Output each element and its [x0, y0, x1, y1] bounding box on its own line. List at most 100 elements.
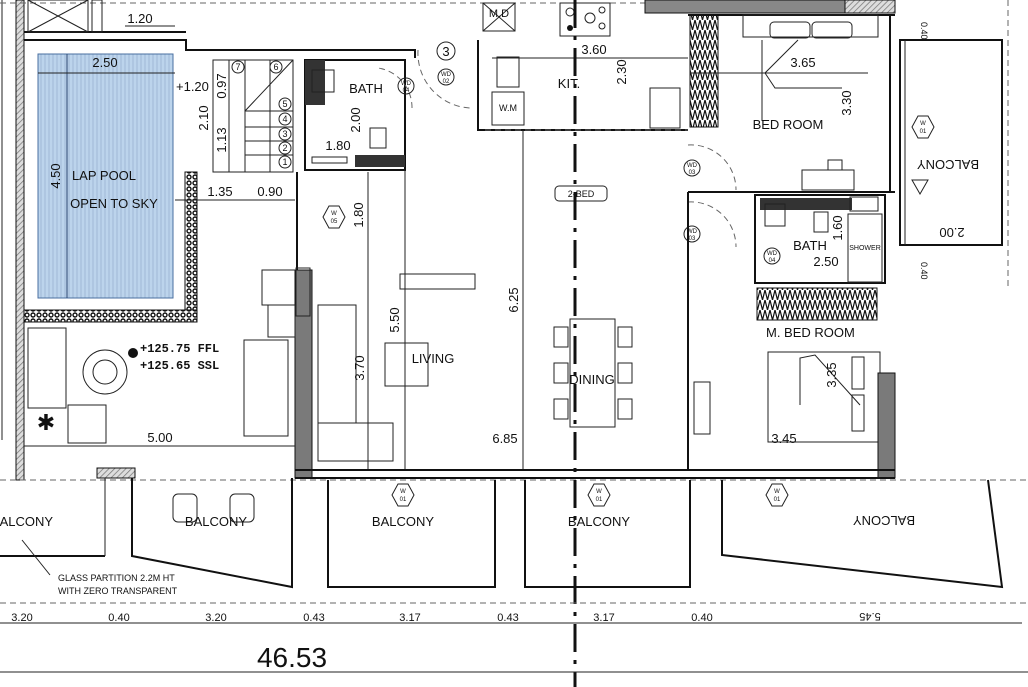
bedroom: 3.65 3.30 BED ROOM: [687, 14, 895, 248]
dim-1-20: 1.20: [127, 11, 152, 26]
svg-text:5.45: 5.45: [859, 610, 880, 622]
dim-2-10: 2.10: [196, 105, 211, 130]
dim-0-90: 0.90: [257, 184, 282, 199]
step-2: 2: [282, 143, 287, 153]
svg-text:03: 03: [689, 236, 696, 242]
dim-3-30: 3.30: [839, 90, 854, 115]
tag-w01-balcony-4: W 01: [587, 483, 611, 507]
step-5: 5: [282, 99, 287, 109]
svg-text:3.20: 3.20: [205, 612, 226, 624]
dim-3-45: 3.45: [771, 431, 796, 446]
dim-6-85: 6.85: [492, 431, 517, 446]
tag-w05: W 05: [322, 205, 346, 229]
balcony-2-label: BALCONY: [185, 514, 247, 529]
svg-text:01: 01: [920, 129, 927, 135]
svg-text:W: W: [920, 121, 926, 127]
svg-text:WD: WD: [441, 72, 452, 78]
balcony-3-label: BALCONY: [372, 514, 434, 529]
top-walls: [0, 0, 896, 58]
step-1: 1: [282, 157, 287, 167]
svg-text:0.43: 0.43: [303, 612, 324, 624]
step-3: 3: [282, 129, 287, 139]
dim-1-35: 1.35: [207, 184, 232, 199]
svg-text:05: 05: [331, 219, 338, 225]
balcony-1-label: BALCONY: [0, 514, 53, 529]
dim-0-40-b: 0.40: [919, 262, 929, 280]
balcony-right: BALCONY 2.00 0.40 0.40: [899, 0, 1009, 290]
svg-text:0.40: 0.40: [691, 612, 712, 624]
svg-text:3.17: 3.17: [593, 612, 614, 624]
total-length: 46.53: [257, 642, 327, 673]
balcony-5-label: BALCONY: [853, 513, 915, 528]
svg-text:01: 01: [596, 497, 603, 503]
svg-text:WD: WD: [687, 229, 698, 235]
svg-text:WD: WD: [767, 251, 778, 257]
open-to-sky-label: OPEN TO SKY: [70, 196, 158, 211]
dim-bath-2-00: 2.00: [348, 107, 363, 132]
dim-2-30: 2.30: [614, 59, 629, 84]
maid-label: M.D: [489, 8, 509, 20]
pool-width-dim: 2.50: [92, 55, 117, 70]
plant-icon: ✱: [37, 410, 55, 435]
svg-text:3.20: 3.20: [11, 612, 32, 624]
staircase: 1 2 3 4 5 6 7 2.10 0.97 1.13: [196, 59, 294, 173]
svg-text:02: 02: [443, 79, 450, 85]
bedroom-label: BED ROOM: [753, 117, 824, 132]
terrace: +125.75 FFL +125.65 SSL ✱ 5.00: [24, 327, 295, 447]
svg-text:W: W: [774, 489, 780, 495]
svg-text:04: 04: [403, 88, 410, 94]
svg-text:W: W: [331, 211, 337, 217]
pool-length-dim: 4.50: [48, 163, 63, 188]
level-offset: +1.20: [176, 79, 209, 94]
dim-5-00: 5.00: [147, 430, 172, 445]
dim-1-60: 1.60: [830, 215, 845, 240]
svg-text:0.40: 0.40: [108, 612, 129, 624]
svg-text:03: 03: [689, 170, 696, 176]
step-7: 7: [235, 62, 240, 72]
dim-5-50: 5.50: [387, 307, 402, 332]
tag-w01-balcony-3: W 01: [391, 483, 415, 507]
bath-2-label: BATH: [793, 238, 827, 253]
svg-text:WD: WD: [401, 81, 412, 87]
dim-1-80: 1.80: [351, 202, 366, 227]
svg-text:W: W: [400, 489, 406, 495]
dim-3-70: 3.70: [352, 355, 367, 380]
svg-text:W: W: [596, 489, 602, 495]
unit-type-tag: 2-BED: [568, 189, 595, 199]
grid-marker-label: 3: [442, 44, 449, 59]
svg-text:01: 01: [400, 497, 407, 503]
dim-0-97: 0.97: [214, 73, 229, 98]
step-6: 6: [273, 62, 278, 72]
balcony-right-label: BALCONY: [917, 157, 979, 172]
pebble-border: [184, 171, 198, 313]
dining-label: DINING: [569, 372, 615, 387]
lap-pool-label: LAP POOL: [72, 168, 136, 183]
dim-3-35: 3.35: [824, 362, 839, 387]
living-dining: LIVING DINING 2-BED 1.80 5.50 6.25 3.70 …: [261, 115, 935, 479]
ssl-level: +125.65 SSL: [140, 359, 219, 373]
dim-3-65: 3.65: [790, 55, 815, 70]
bottom-dimensions: 3.20 0.40 3.20 0.43 3.17 0.43 3.17 0.40 …: [0, 602, 1028, 673]
grid-marker: [436, 41, 456, 61]
dim-0-40-a: 0.40: [919, 22, 929, 40]
dim-balc-2-00: 2.00: [939, 225, 964, 240]
ffl-level: +125.75 FFL: [140, 342, 219, 356]
living-label: LIVING: [412, 351, 455, 366]
tag-w01-right: W 01: [911, 115, 935, 139]
svg-text:01: 01: [774, 497, 781, 503]
svg-text:WD: WD: [687, 163, 698, 169]
dim-2-50: 2.50: [813, 254, 838, 269]
wm-label: W.M: [499, 103, 517, 113]
glass-partition-note: GLASS PARTITION 2.2M HT: [58, 573, 175, 583]
bath-1: BATH 2.00 1.80: [304, 59, 413, 171]
kitchen: M.D W.M KIT. 3.60 2.30: [477, 2, 688, 131]
balconies-bottom: BALCONY BALCONY BALCONY BALCONY BALCONY …: [0, 467, 1004, 596]
svg-text:0.43: 0.43: [497, 612, 518, 624]
glass-partition-note-2: WITH ZERO TRANSPARENT: [58, 586, 178, 596]
kitchen-label: KIT.: [558, 76, 580, 91]
lap-pool: [37, 53, 174, 299]
